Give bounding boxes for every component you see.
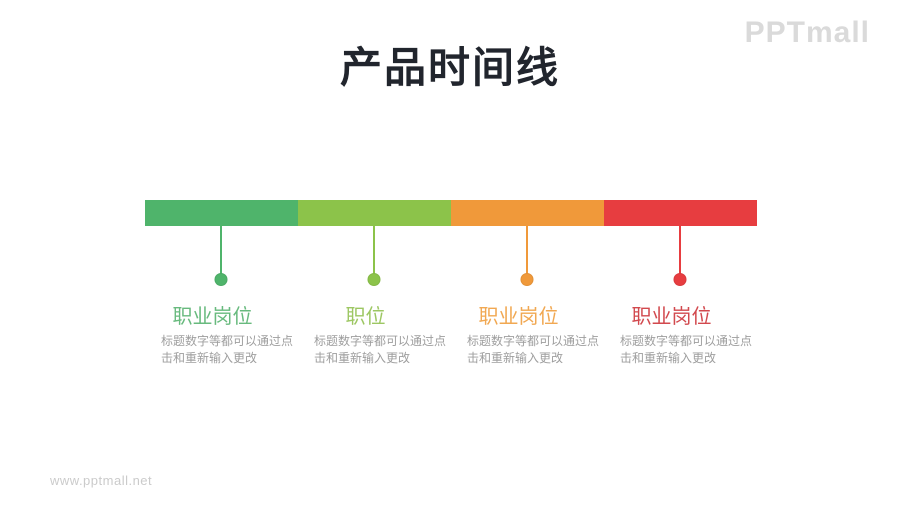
pin-dot	[673, 273, 687, 286]
pin-line	[526, 226, 528, 274]
pin-line	[373, 226, 375, 274]
item-description: 标题数字等都可以通过点 击和重新输入更改	[467, 333, 603, 367]
item-description-line: 击和重新输入更改	[161, 351, 258, 365]
timeline-bar-segment	[604, 200, 757, 226]
pin-dot	[367, 273, 381, 286]
item-title: 职位	[345, 306, 386, 328]
timeline-bar-segment	[145, 200, 298, 226]
timeline-item: 职业岗位 标题数字等都可以通过点 击和重新输入更改	[145, 200, 298, 380]
brand-logo: PPTmall	[744, 16, 870, 49]
item-title: 职业岗位	[172, 306, 253, 328]
timeline-diagram: 职业岗位 标题数字等都可以通过点 击和重新输入更改 职位 标题数字等都可以通过点…	[145, 200, 757, 380]
timeline-bar-segment	[298, 200, 451, 226]
timeline-item: 职业岗位 标题数字等都可以通过点 击和重新输入更改	[604, 200, 757, 380]
item-description: 标题数字等都可以通过点 击和重新输入更改	[314, 333, 450, 367]
item-description-line: 标题数字等都可以通过点	[620, 334, 753, 348]
pin-dot	[214, 273, 228, 286]
pin-line	[220, 226, 222, 274]
item-description-line: 标题数字等都可以通过点	[161, 334, 294, 348]
timeline-item: 职业岗位 标题数字等都可以通过点 击和重新输入更改	[451, 200, 604, 380]
timeline-item: 职位 标题数字等都可以通过点 击和重新输入更改	[298, 200, 451, 380]
item-description-line: 击和重新输入更改	[314, 351, 411, 365]
pin-line	[679, 226, 681, 274]
item-description: 标题数字等都可以通过点 击和重新输入更改	[161, 333, 297, 367]
timeline-bar-segment	[451, 200, 604, 226]
watermark-url: www.pptmall.net	[50, 473, 153, 488]
item-title: 职业岗位	[478, 306, 559, 328]
item-description-line: 标题数字等都可以通过点	[314, 334, 447, 348]
item-description-line: 击和重新输入更改	[467, 351, 564, 365]
item-title: 职业岗位	[631, 306, 712, 328]
page-title: 产品时间线	[339, 44, 560, 91]
pin-dot	[520, 273, 534, 286]
item-description: 标题数字等都可以通过点 击和重新输入更改	[620, 333, 756, 367]
item-description-line: 标题数字等都可以通过点	[467, 334, 600, 348]
item-description-line: 击和重新输入更改	[620, 351, 717, 365]
